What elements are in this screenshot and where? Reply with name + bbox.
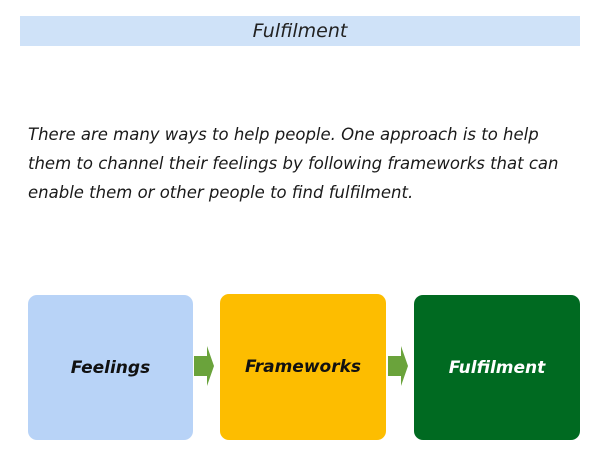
arrow-right-icon (388, 346, 408, 386)
frameworks-label: Frameworks (244, 357, 362, 377)
frameworks-box: Frameworks (220, 294, 386, 440)
fulfilment-label: Fulfilment (448, 357, 546, 378)
fulfilment-box: Fulfilment (414, 295, 580, 440)
intro-paragraph: There are many ways to help people. One … (28, 125, 559, 202)
title-bar: Fulfilment (20, 16, 580, 46)
slide-title: Fulfilment (252, 20, 348, 42)
arrow-right-icon (194, 346, 214, 386)
feelings-box: Feelings (28, 295, 193, 440)
feelings-label: Feelings (70, 357, 151, 378)
